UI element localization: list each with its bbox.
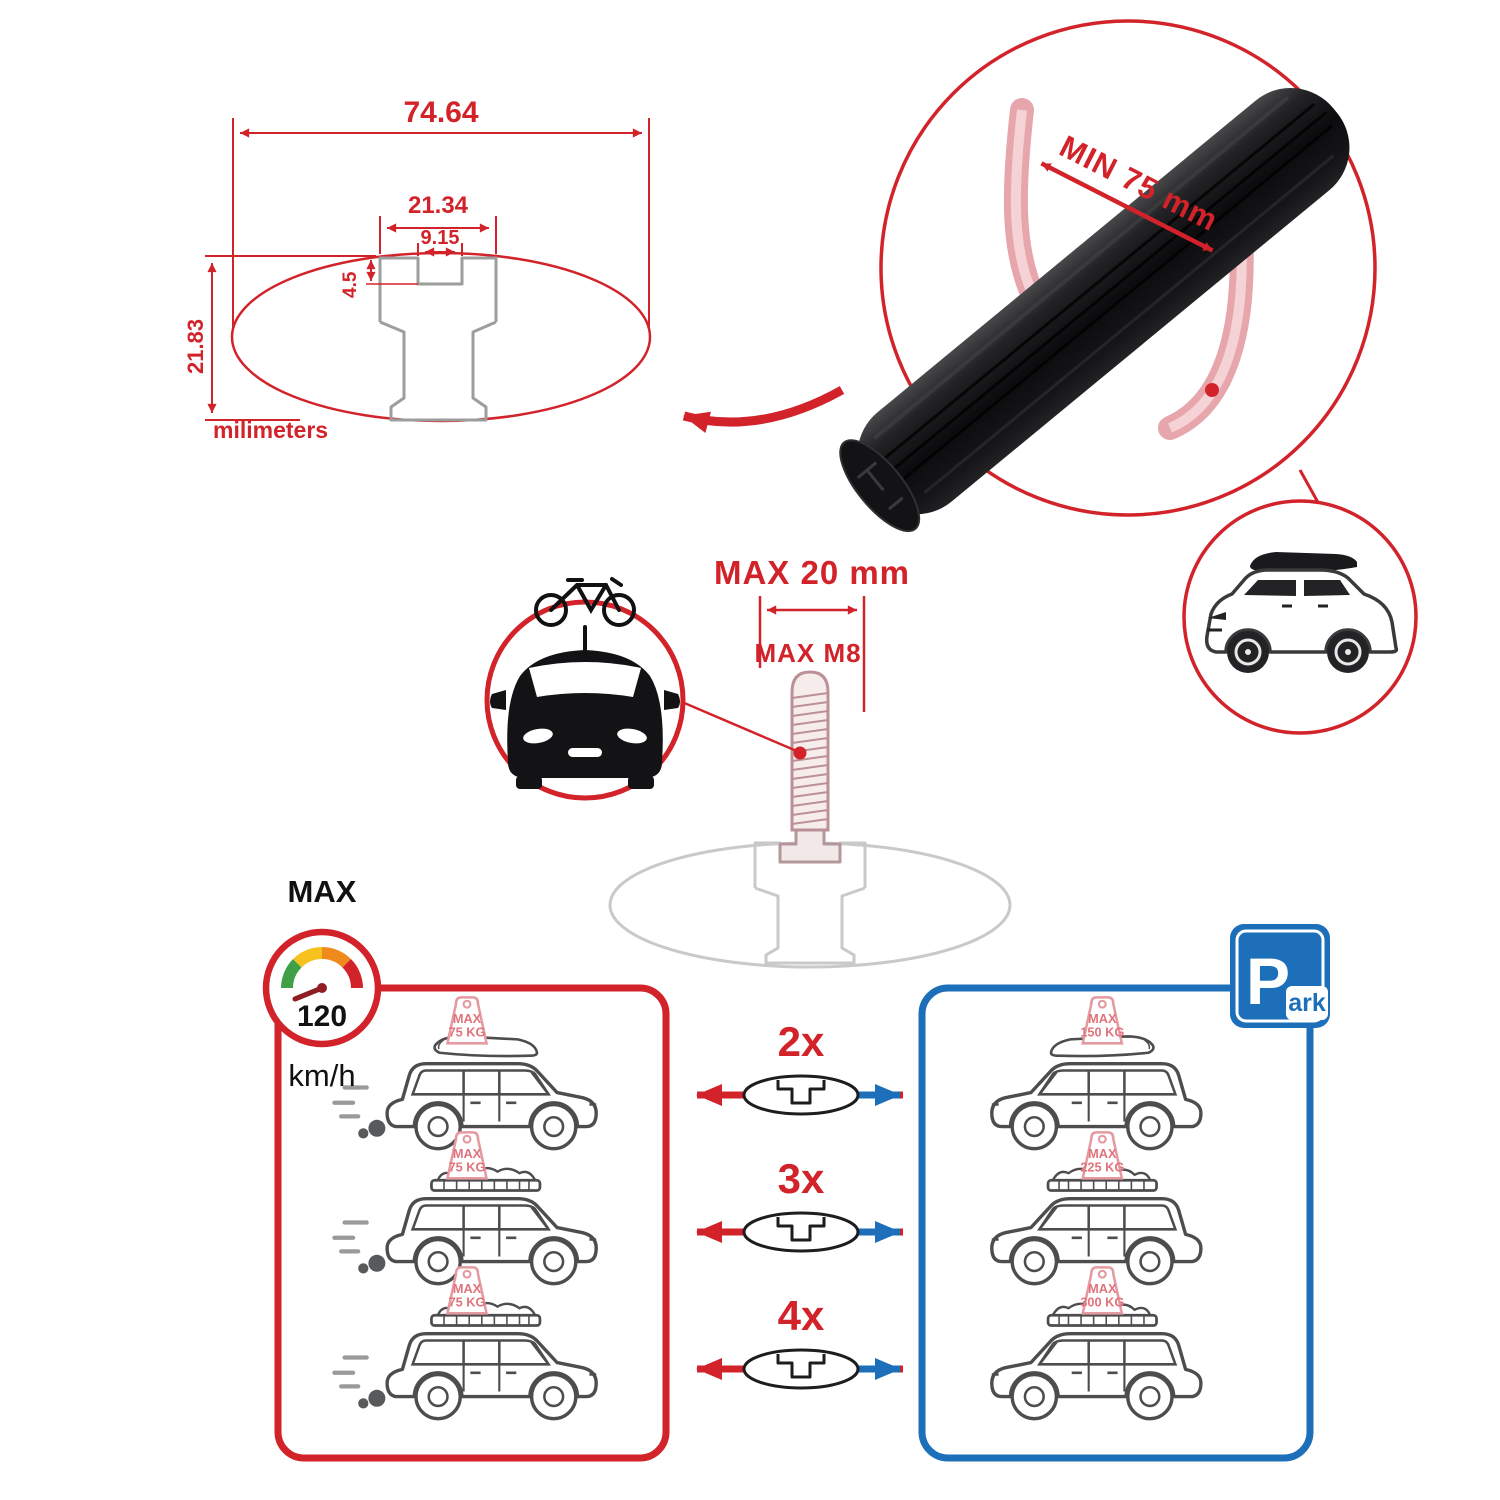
- circle-connector-line: [1298, 469, 1322, 507]
- driving-car-3: MAX 75 KG: [332, 1266, 598, 1421]
- load-tag: MAX 225 KG: [1080, 1131, 1124, 1180]
- suv-windows: [1244, 580, 1350, 596]
- dimension-lines: [205, 118, 650, 421]
- total-width-value: 74.64: [403, 96, 478, 129]
- tag-load: 225 KG: [1080, 1160, 1124, 1175]
- tag-title: MAX: [453, 1146, 482, 1161]
- roofbox-suv-circle: [1182, 499, 1418, 735]
- bolt-head: [778, 828, 842, 864]
- load-tag: MAX 150 KG: [1080, 996, 1124, 1045]
- slot-depth-value: 4.5: [340, 271, 361, 298]
- bolt-spec-diagram: MAX 20 mm MAX M8: [608, 554, 1012, 969]
- tag-load: 75 KG: [449, 1025, 486, 1040]
- units-label: milimeters: [213, 417, 328, 443]
- dimension-diagram: 74.64 21.34 9.15 4.5 21.83 milimeters: [183, 96, 652, 443]
- load-tag: MAX 75 KG: [445, 996, 489, 1045]
- bar-section-icon: [742, 1074, 860, 1116]
- bike-car-circle: [484, 577, 686, 801]
- bolt-dimension-lines: [758, 596, 866, 712]
- gauge-hub: [317, 983, 327, 993]
- tag-title: MAX: [453, 1011, 482, 1026]
- quantity-label: 2x: [778, 1018, 825, 1065]
- park-sign: P ark: [1230, 924, 1330, 1028]
- speed-smoke: [332, 1085, 386, 1139]
- bolt-point-dot: [793, 746, 807, 760]
- tag-title: MAX: [453, 1281, 482, 1296]
- bolt-threads: [791, 692, 829, 825]
- quantity-row-3x: 3x: [696, 1155, 903, 1253]
- detail-pointer-arrow: [682, 386, 845, 433]
- speed-limit-gauge: MAX 120 km/h: [262, 874, 382, 1093]
- parking-panel: MAX 150 KG MAX 225 KG: [918, 924, 1330, 1462]
- bar-section-icon: [742, 1211, 860, 1253]
- quantity-row-4x: 4x: [696, 1292, 903, 1390]
- bar-section-icon: [742, 1348, 860, 1390]
- tag-title: MAX: [1088, 1011, 1117, 1026]
- bike-icon: [534, 577, 636, 652]
- crossbar-slot-profile: [378, 256, 498, 422]
- load-tag: MAX 75 KG: [445, 1131, 489, 1180]
- tag-title: MAX: [1088, 1146, 1117, 1161]
- slot-inner-width-value: 9.15: [421, 227, 460, 249]
- suv-headlight: [1208, 612, 1226, 620]
- park-letter: P: [1246, 944, 1290, 1018]
- gauge-unit-label: km/h: [288, 1058, 355, 1093]
- quantity-label: 3x: [778, 1155, 825, 1202]
- parked-car-1: MAX 150 KG: [990, 996, 1203, 1151]
- crossbar-3d-render: [839, 88, 1350, 533]
- bolt-shaft: [790, 670, 830, 832]
- suv-with-roofbox-icon: [1204, 552, 1399, 673]
- roof-box: [1250, 552, 1357, 572]
- driving-panel: MAX 75 KG MAX 75 KG: [274, 984, 670, 1462]
- bar-detail-circle: MIN 75 mm: [839, 19, 1377, 533]
- park-suffix: ark: [1288, 989, 1326, 1017]
- bolt-leader-line: [681, 700, 800, 754]
- load-tag: MAX 300 KG: [1080, 1266, 1124, 1315]
- gauge-value: 120: [297, 1000, 347, 1033]
- tag-load: 75 KG: [449, 1160, 486, 1175]
- speed-smoke: [332, 1220, 386, 1274]
- gauge-max-label: MAX: [288, 874, 357, 909]
- quantity-label: 4x: [778, 1292, 825, 1339]
- max-thread-label: MAX M8: [754, 638, 861, 668]
- speed-smoke: [332, 1355, 386, 1409]
- load-tag: MAX 75 KG: [445, 1266, 489, 1315]
- driving-car-1: MAX 75 KG: [332, 996, 598, 1151]
- slot-outer-width-value: 21.34: [408, 192, 469, 219]
- parked-car-2: MAX 225 KG: [990, 1131, 1203, 1286]
- total-height-value: 21.83: [183, 319, 208, 374]
- gauge-arcs: [281, 947, 363, 989]
- suv-grille: [1207, 604, 1328, 632]
- parked-car-3: MAX 300 KG: [990, 1266, 1203, 1421]
- tag-load: 75 KG: [449, 1295, 486, 1310]
- quantity-row-2x: 2x: [696, 1018, 903, 1116]
- clamp-bands: [1003, 98, 1254, 440]
- tag-load: 300 KG: [1080, 1295, 1124, 1310]
- tag-load: 150 KG: [1080, 1025, 1124, 1040]
- max-width-label: MAX 20 mm: [714, 554, 910, 591]
- driving-car-2: MAX 75 KG: [332, 1131, 598, 1286]
- car-front-icon: [490, 650, 680, 789]
- tag-title: MAX: [1088, 1281, 1117, 1296]
- crossbar-cross-section: [230, 251, 652, 423]
- clamp-dot: [1205, 383, 1219, 397]
